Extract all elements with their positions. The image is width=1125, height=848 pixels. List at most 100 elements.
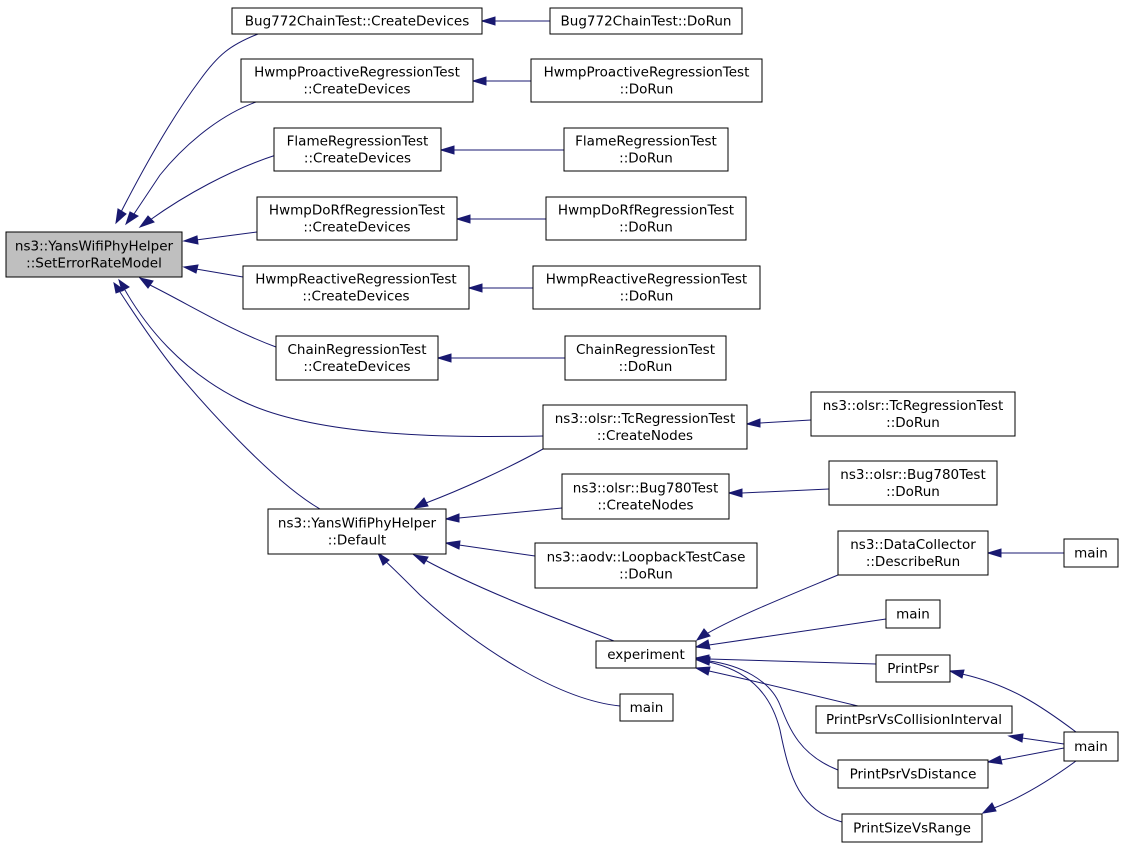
- arrowhead-icon: [182, 264, 199, 274]
- graph-node-printpsr[interactable]: PrintPsr: [875, 654, 951, 683]
- node-label-line: ns3::aodv::LoopbackTestCase: [547, 550, 746, 566]
- call-edge-main4-to-printpsr: [948, 669, 1077, 733]
- graph-node-aodv-dr[interactable]: ns3::aodv::LoopbackTestCase::DoRun: [534, 542, 758, 589]
- edge-line: [1021, 737, 1065, 745]
- node-label-line: HwmpProactiveRegressionTest: [544, 65, 750, 81]
- graph-node-experiment[interactable]: experiment: [595, 640, 697, 669]
- graph-node-hwmpre-dr[interactable]: HwmpReactiveRegressionTest::DoRun: [532, 265, 761, 310]
- arrowhead-icon: [694, 666, 711, 676]
- graph-node-hwmpdorf-dr[interactable]: HwmpDoRfRegressionTest::DoRun: [545, 196, 747, 241]
- node-box: [273, 127, 442, 172]
- node-box: [1063, 538, 1119, 568]
- arrowhead-icon: [413, 497, 429, 509]
- call-edge-bug772_dr-to-bug772_cd: [480, 16, 550, 26]
- edge-line: [149, 154, 277, 221]
- node-box: [530, 58, 763, 103]
- graph-node-ppci[interactable]: PrintPsrVsCollisionInterval: [815, 705, 1013, 734]
- graph-node-chain-dr[interactable]: ChainRegressionTest::DoRun: [564, 335, 727, 381]
- edge-line: [424, 559, 615, 642]
- graph-node-dc-run[interactable]: ns3::DataCollector::DescribeRun: [837, 530, 989, 576]
- arrowhead-icon: [471, 76, 487, 86]
- node-label-line: ::CreateDevices: [304, 151, 411, 167]
- call-edge-psvr-to-experiment: [695, 657, 843, 823]
- node-box: [561, 473, 730, 520]
- node-label-line: ::Default: [328, 533, 386, 549]
- node-label-line: main: [1074, 546, 1108, 562]
- node-label-line: ::CreateDevices: [303, 82, 410, 98]
- arrowhead-icon: [745, 418, 761, 428]
- node-box: [885, 599, 941, 629]
- graph-node-chain-cd[interactable]: ChainRegressionTest::CreateDevices: [275, 335, 439, 381]
- call-edge-dc_run-to-experiment: [695, 574, 839, 641]
- arrowhead-icon: [138, 277, 154, 289]
- node-label-line: PrintPsrVsDistance: [850, 767, 977, 783]
- node-label-line: ::DoRun: [619, 220, 673, 236]
- edge-line: [119, 291, 321, 510]
- node-label-line: ::CreateDevices: [303, 220, 410, 236]
- arrowhead-icon: [444, 540, 461, 550]
- graph-node-main3[interactable]: main: [619, 693, 674, 722]
- call-edge-aodv_dr-to-default: [444, 540, 536, 557]
- arrowhead-icon: [948, 669, 965, 679]
- graph-node-bug780-cn[interactable]: ns3::olsr::Bug780Test::CreateNodes: [561, 473, 730, 520]
- node-label-line: ns3::olsr::Bug780Test: [840, 467, 985, 483]
- graph-node-flame-dr[interactable]: FlameRegressionTest::DoRun: [563, 127, 729, 172]
- graph-node-bug772-dr[interactable]: Bug772ChainTest::DoRun: [549, 7, 743, 35]
- node-box: [532, 265, 761, 310]
- edge-line: [993, 760, 1077, 809]
- node-label-line: ns3::DataCollector: [850, 537, 976, 553]
- graph-node-tc-dr[interactable]: ns3::olsr::TcRegressionTest::DoRun: [810, 391, 1016, 437]
- edge-line: [124, 289, 544, 437]
- node-box: [5, 231, 183, 278]
- node-label-line: ::SetErrorRateModel: [26, 256, 162, 272]
- node-box: [256, 196, 458, 241]
- node-label-line: FlameRegressionTest: [575, 134, 717, 150]
- arrowhead-icon: [376, 551, 390, 566]
- edge-line: [708, 660, 839, 771]
- call-edge-main4-to-psvr: [981, 760, 1077, 814]
- arrowhead-icon: [455, 214, 471, 224]
- call-edge-hwmppro_cd-to-root: [125, 101, 257, 226]
- node-label-line: ChainRegressionTest: [576, 342, 715, 358]
- call-edge-chain_cd-to-root: [138, 277, 277, 348]
- graph-node-hwmpre-cd[interactable]: HwmpReactiveRegressionTest::CreateDevice…: [242, 265, 470, 310]
- edge-line: [708, 670, 859, 707]
- call-edge-tc_dr-to-tc_cn: [745, 418, 812, 428]
- arrowhead-icon: [1007, 733, 1024, 743]
- graph-node-flame-cd[interactable]: FlameRegressionTest::CreateDevices: [273, 127, 442, 172]
- graph-node-hwmppro-dr[interactable]: HwmpProactiveRegressionTest::DoRun: [530, 58, 763, 103]
- graph-node-bug772-cd[interactable]: Bug772ChainTest::CreateDevices: [231, 7, 483, 35]
- graph-node-hwmpdorf-cd[interactable]: HwmpDoRfRegressionTest::CreateDevices: [256, 196, 458, 241]
- node-label-line: ChainRegressionTest: [288, 342, 427, 358]
- graph-node-tc-cn[interactable]: ns3::olsr::TcRegressionTest::CreateNodes: [542, 404, 748, 450]
- graph-node-psvr[interactable]: PrintSizeVsRange: [841, 813, 983, 843]
- node-label-line: experiment: [607, 647, 685, 663]
- call-edge-main1-to-dc_run: [986, 548, 1064, 558]
- graph-node-main1[interactable]: main: [1063, 538, 1119, 568]
- arrowhead-icon: [439, 145, 455, 155]
- node-box: [542, 404, 748, 450]
- arrowhead-icon: [125, 211, 139, 226]
- node-box: [837, 530, 989, 576]
- call-edge-chain_dr-to-chain_cd: [436, 353, 565, 363]
- node-label-line: main: [630, 700, 664, 716]
- edge-line: [708, 661, 843, 823]
- node-label-line: ::CreateDevices: [302, 289, 409, 305]
- node-label-line: PrintPsr: [887, 661, 939, 677]
- node-label-line: HwmpReactiveRegressionTest: [546, 272, 747, 288]
- graph-node-ppvd[interactable]: PrintPsrVsDistance: [837, 759, 989, 789]
- call-edge-bug780_dr-to-bug780_cn: [727, 488, 830, 498]
- graph-node-root[interactable]: ns3::YansWifiPhyHelper::SetErrorRateMode…: [5, 231, 183, 278]
- call-edge-main4-to-ppvd: [986, 747, 1065, 765]
- graph-node-hwmppro-cd[interactable]: HwmpProactiveRegressionTest::CreateDevic…: [240, 58, 474, 103]
- node-label-line: Bug772ChainTest::DoRun: [561, 14, 732, 30]
- node-label-line: ::DoRun: [886, 415, 940, 431]
- arrowhead-icon: [727, 488, 743, 498]
- node-label-line: PrintSizeVsRange: [853, 821, 971, 837]
- edge-line: [425, 448, 544, 504]
- graph-node-bug780-dr[interactable]: ns3::olsr::Bug780Test::DoRun: [828, 460, 998, 506]
- graph-node-main2[interactable]: main: [885, 599, 941, 629]
- node-box: [875, 654, 951, 683]
- graph-node-main4[interactable]: main: [1063, 731, 1119, 762]
- graph-node-default[interactable]: ns3::YansWifiPhyHelper::Default: [267, 508, 447, 555]
